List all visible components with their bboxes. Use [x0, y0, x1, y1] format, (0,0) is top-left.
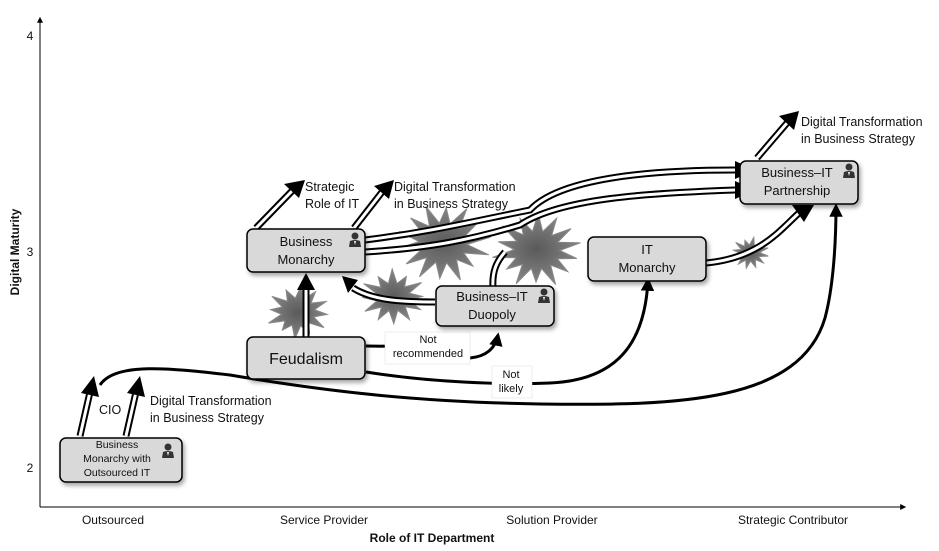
dt-mid-line1: Digital Transformation — [394, 180, 516, 194]
x-tick-solution-provider: Solution Provider — [506, 513, 597, 527]
arrow-duopoly-to-bm — [342, 276, 436, 306]
double-arrows — [76, 111, 814, 437]
node-bmo-line2: Monarchy with — [83, 453, 151, 465]
not-recommended-line1: Not — [419, 334, 436, 346]
not-recommended-bg — [384, 331, 471, 365]
node-bmo-line1: Business — [96, 439, 139, 451]
arrow-it-monarchy-to-partnership — [705, 205, 814, 267]
not-likely-bg — [491, 365, 533, 399]
arrow-outsourced-digital-transformation — [122, 376, 145, 437]
strategic-role-line1: Strategic — [305, 180, 354, 194]
node-bm-line1: Business — [280, 234, 333, 249]
x-axis-title: Role of IT Department — [370, 531, 495, 545]
y-tick-2: 2 — [27, 461, 34, 475]
x-tick-outsourced: Outsourced — [82, 513, 144, 527]
dt-low-line2: in Business Strategy — [150, 411, 265, 425]
node-business-it-partnership: Business–IT Partnership — [739, 160, 859, 205]
dt-top-line2: in Business Strategy — [801, 132, 916, 146]
arrow-cio — [76, 376, 99, 437]
arrow-duopoly-up — [489, 249, 508, 289]
strategic-role-line2: Role of IT — [305, 197, 360, 211]
y-tick-3: 3 — [27, 245, 34, 259]
not-likely-line2: likely — [499, 383, 524, 395]
node-partnership-line2: Partnership — [764, 183, 830, 198]
x-tick-service-provider: Service Provider — [280, 513, 368, 527]
y-axis-title: Digital Maturity — [8, 208, 22, 295]
arrow-bm-digital-transformation — [351, 180, 394, 231]
arrow-strategic-role — [253, 180, 305, 231]
node-business-monarchy-outsourced: Business Monarchy with Outsourced IT — [59, 437, 183, 483]
annotations: CIO Digital Transformation in Business S… — [99, 115, 923, 425]
starburst-2 — [492, 211, 581, 285]
person-icon — [538, 288, 550, 303]
arrow-feudalism-to-it-monarchy — [365, 277, 655, 386]
arrow-feudalism-to-bm — [297, 273, 315, 337]
axes: 4 3 2 Outsourced Service Provider Soluti… — [8, 16, 907, 545]
starburst-3 — [268, 284, 330, 341]
arrow-partnership-digital-transformation — [754, 111, 799, 161]
dt-top-line1: Digital Transformation — [801, 115, 923, 129]
dt-low-line1: Digital Transformation — [150, 394, 272, 408]
starburst-4 — [361, 267, 425, 326]
node-it-monarchy: IT Monarchy — [587, 236, 707, 282]
node-partnership-line1: Business–IT — [761, 165, 833, 180]
arrow-labels: Not recommended Not likely — [384, 331, 533, 399]
not-likely-line1: Not — [502, 369, 519, 381]
cio-label: CIO — [99, 403, 122, 417]
node-duopoly-line2: Duopoly — [468, 307, 516, 322]
node-itm-line1: IT — [641, 242, 653, 257]
node-duopoly-line1: Business–IT — [456, 289, 528, 304]
dt-mid-line2: in Business Strategy — [394, 197, 509, 211]
arrow-outsourced-to-partnership — [98, 203, 843, 406]
node-bm-line2: Monarchy — [277, 252, 335, 267]
node-itm-line2: Monarchy — [618, 260, 676, 275]
not-recommended-line2: recommended — [393, 348, 463, 360]
person-icon — [162, 443, 174, 458]
person-icon — [843, 163, 855, 178]
node-bmo-line3: Outsourced IT — [84, 467, 151, 479]
nodes: Business Monarchy with Outsourced IT Feu… — [59, 160, 859, 483]
node-feudalism-label: Feudalism — [269, 351, 343, 368]
node-business-it-duopoly: Business–IT Duopoly — [435, 285, 555, 327]
node-feudalism: Feudalism — [246, 336, 366, 380]
y-tick-4: 4 — [27, 29, 34, 43]
person-icon — [349, 232, 361, 247]
node-business-monarchy: Business Monarchy — [246, 228, 366, 273]
x-tick-strategic-contributor: Strategic Contributor — [738, 513, 848, 527]
